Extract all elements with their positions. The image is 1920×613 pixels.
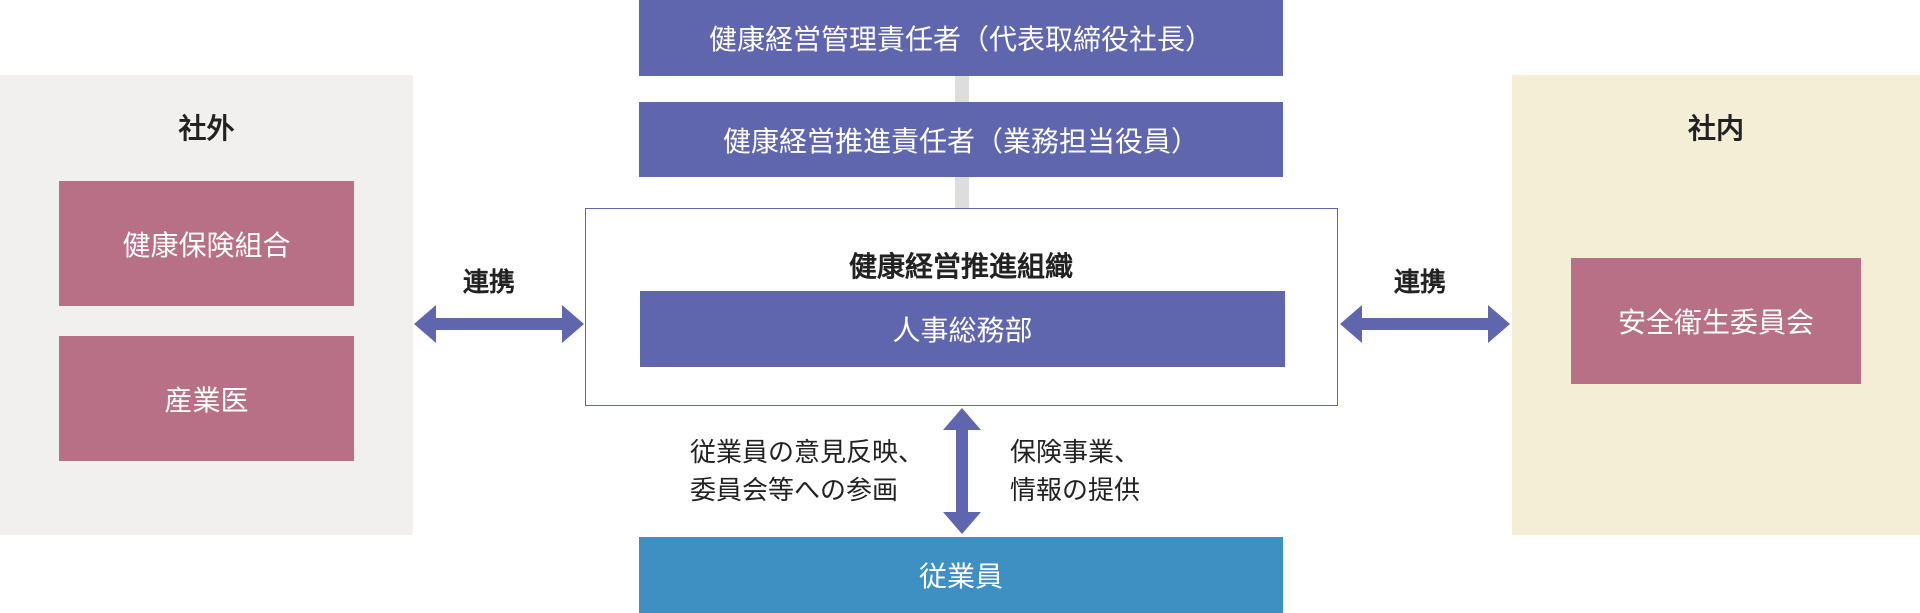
promotion-organization-frame: 健康経営推進組織 人事総務部: [585, 208, 1338, 406]
health-management-promotion-officer-box: 健康経営推進責任者（業務担当役員）: [639, 102, 1283, 177]
health-management-supervisor-box: 健康経営管理責任者（代表取締役社長）: [639, 0, 1283, 76]
external-panel-title: 社外: [178, 112, 235, 145]
employees-box: 従業員: [639, 537, 1283, 613]
right-double-arrow: [1340, 305, 1510, 343]
connector-line-middle: [955, 177, 969, 208]
internal-panel-title: 社内: [1687, 112, 1744, 145]
employee-input-line-2: 委員会等への参画: [690, 476, 899, 506]
left-link-label: 連携: [463, 268, 516, 298]
employee-input-label: 従業員の意見反映、 委員会等への参画: [690, 434, 924, 510]
health-insurance-union-box: 健康保険組合: [59, 181, 354, 306]
insurance-info-label: 保険事業、 情報の提供: [1010, 434, 1140, 510]
connector-line-top: [955, 76, 969, 102]
vertical-double-arrow: [943, 408, 981, 534]
external-panel: 社外 健康保険組合 産業医: [0, 75, 413, 535]
employee-input-line-1: 従業員の意見反映、: [690, 438, 925, 468]
occupational-physician-box: 産業医: [59, 336, 354, 461]
safety-health-committee-box: 安全衛生委員会: [1571, 258, 1861, 384]
left-double-arrow: [414, 305, 584, 343]
internal-panel: 社内 安全衛生委員会: [1512, 75, 1920, 535]
insurance-info-line-1: 保険事業、: [1010, 438, 1141, 468]
right-link-label: 連携: [1394, 268, 1447, 298]
hr-general-affairs-box: 人事総務部: [640, 291, 1285, 367]
promotion-organization-title: 健康経営推進組織: [848, 250, 1073, 283]
insurance-info-line-2: 情報の提供: [1010, 476, 1141, 506]
